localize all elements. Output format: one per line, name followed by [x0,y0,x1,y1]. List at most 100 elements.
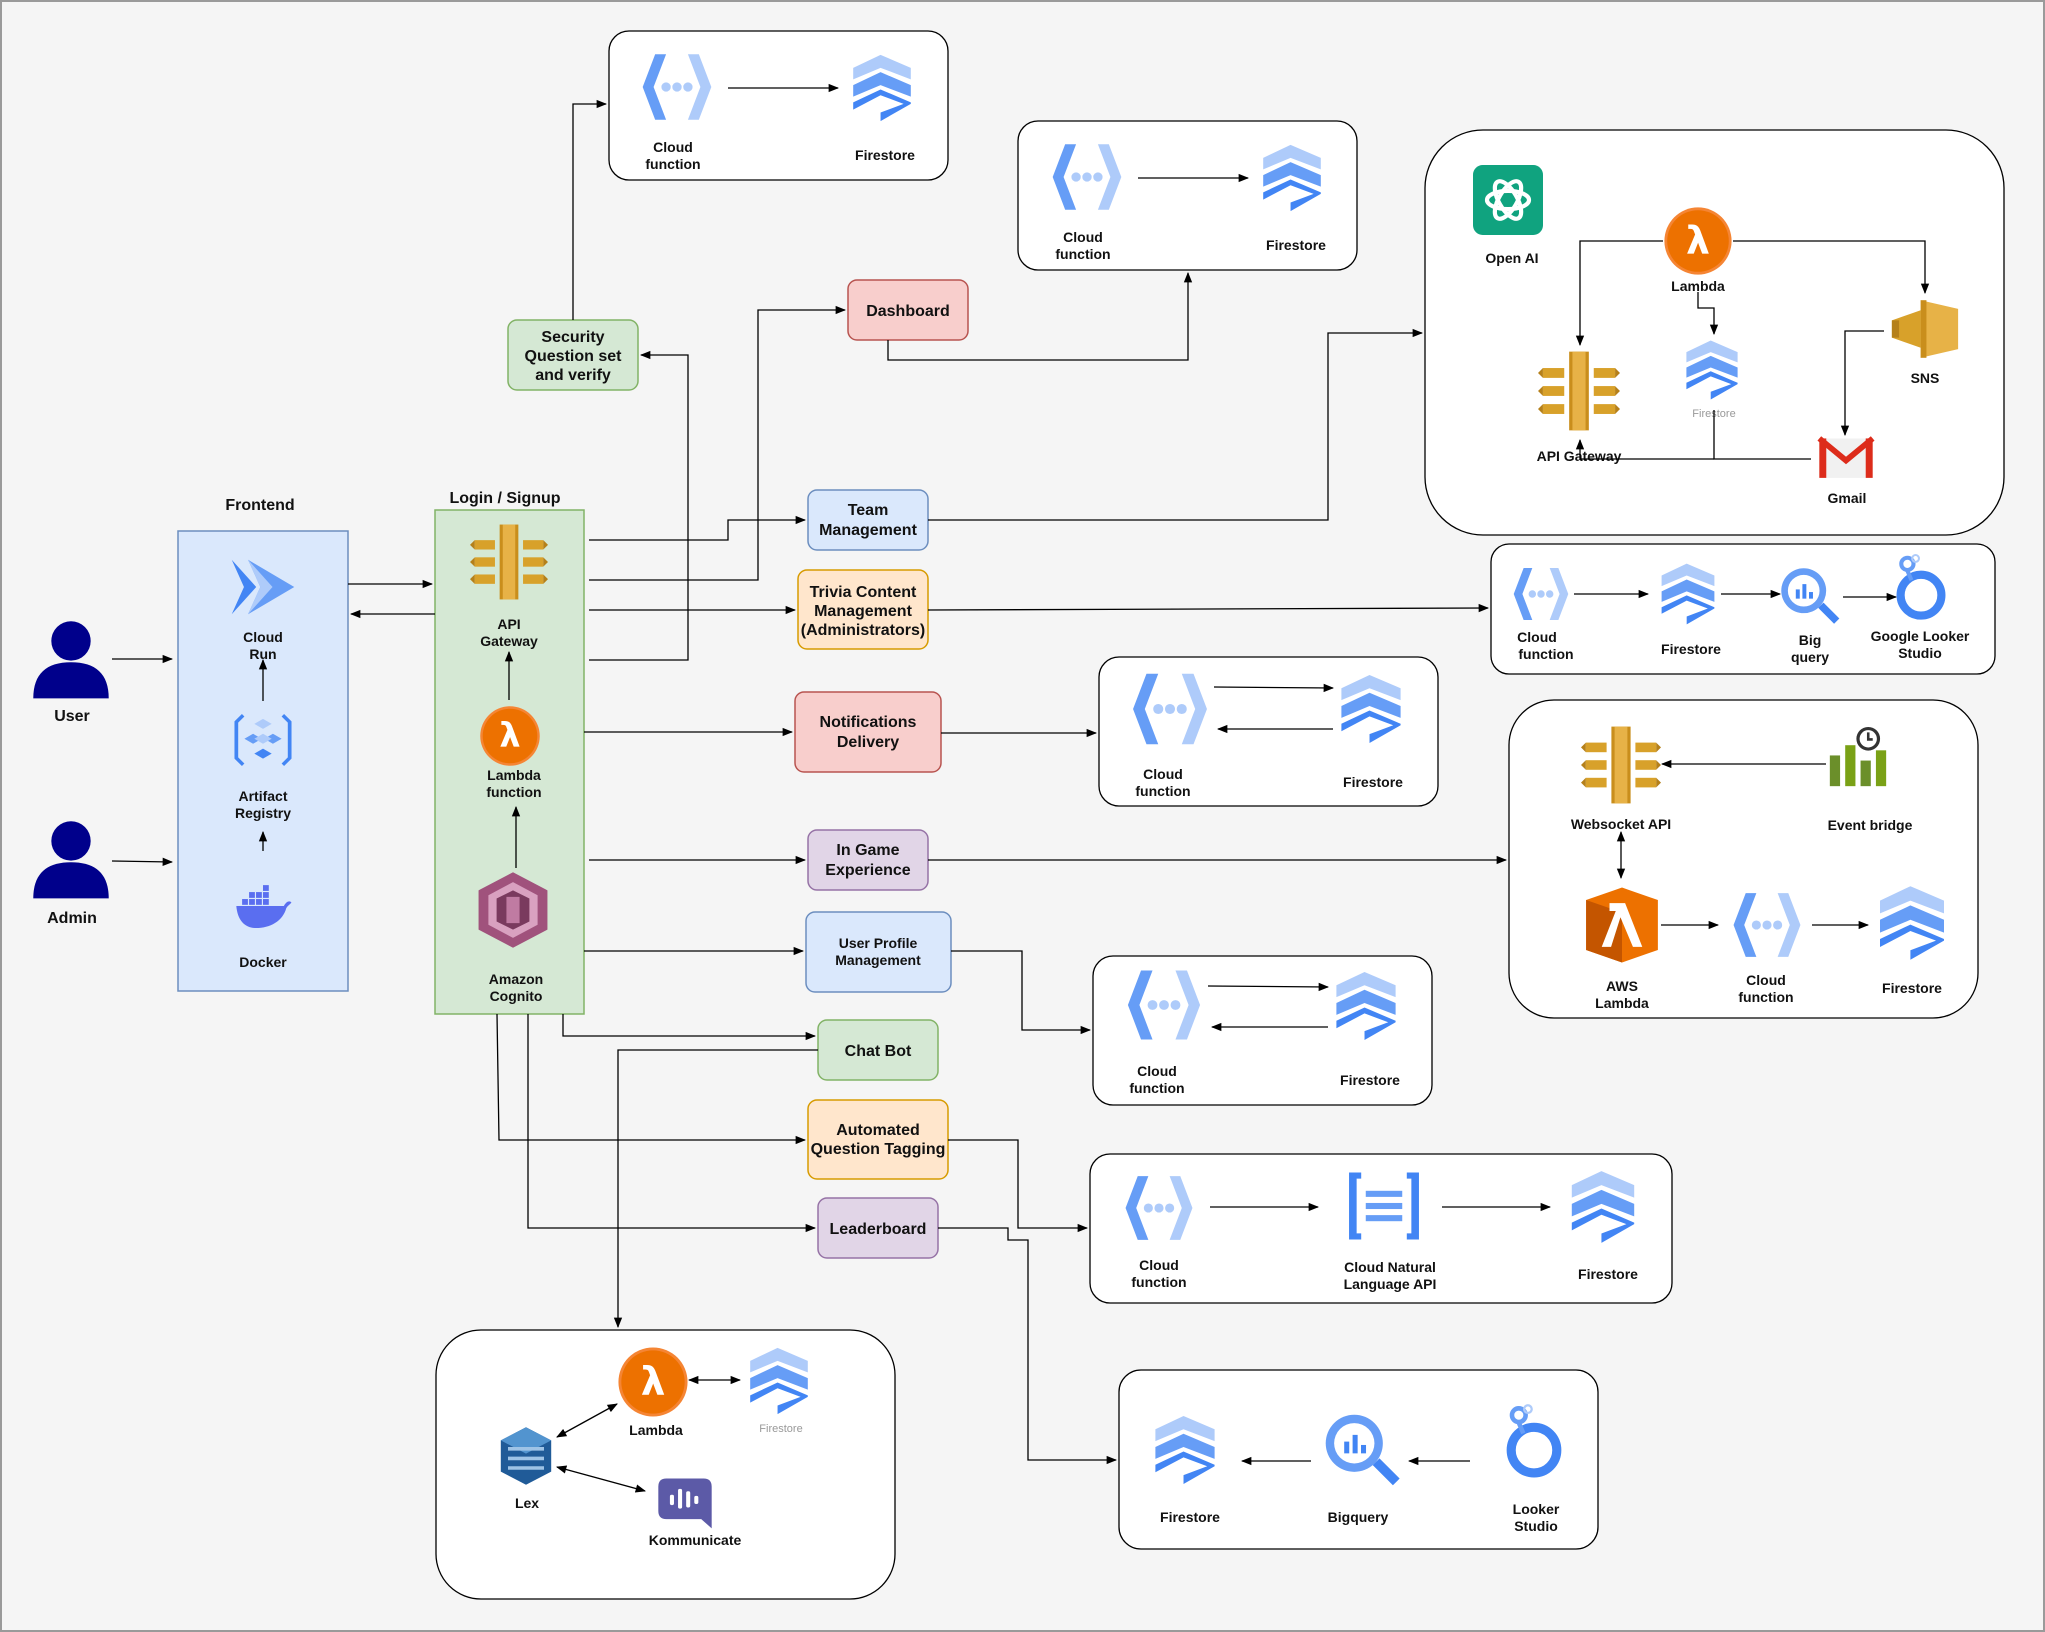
panel-trivia: Cloud function Firestore Big query Googl… [1490,543,1996,675]
panel-text: SNS [1911,370,1940,386]
panel-text: Firestore [1661,641,1721,657]
panel-text: Lambda [629,1422,683,1438]
lambda-icon[interactable] [480,706,540,766]
lambda-icon[interactable] [1664,207,1732,275]
trivia-label-3: (Administrators) [801,622,925,639]
trivia-label-1: Trivia Content [810,584,917,601]
panel-tagging: Cloud function Cloud Natural Language AP… [1089,1153,1673,1304]
panel-text: Firestore [855,147,915,163]
panel-text: Big [1799,632,1822,648]
panel-dashboard: Cloud function Firestore [1017,120,1358,271]
feature-dashboard[interactable]: Dashboard [847,279,969,341]
panel-text: Studio [1514,1518,1558,1534]
cloud-run-label-1: Cloud [243,629,283,645]
feature-security[interactable]: Security Question set and verify [507,319,639,391]
panel-userprofile: Cloud function Firestore [1092,955,1433,1106]
team-label-1: Team [848,502,889,519]
panel-text: Kommunicate [649,1532,742,1548]
trivia-label-2: Management [814,603,912,620]
feature-tagging[interactable]: Automated Question Tagging [807,1099,949,1180]
panel-text: Firestore [1343,774,1403,790]
notifications-label-2: Delivery [837,734,899,751]
panel-text: API Gateway [1537,448,1622,464]
connectors [111,83,1930,1493]
userprofile-label-1: User Profile [839,935,918,951]
lambda-icon[interactable] [618,1347,688,1417]
panel-text: Language API [1344,1276,1437,1292]
panel-text: Cloud [1139,1257,1179,1273]
feature-userprofile[interactable]: User Profile Management [805,911,952,993]
lambda-label-1: Lambda [487,767,541,783]
team-label-2: Management [819,522,917,539]
panel-text: Cloud [1746,972,1786,988]
panel-text: Firestore [1578,1266,1638,1282]
panel-text: Lex [515,1495,539,1511]
admin-label: Admin [47,910,97,927]
panel-text: Cloud [1137,1063,1177,1079]
dashboard-label: Dashboard [866,303,950,320]
notifications-label-1: Notifications [820,714,917,731]
panel-text: function [1131,1274,1186,1290]
panel-text: Firestore [1340,1072,1400,1088]
actor-user[interactable]: User [33,621,109,725]
login-title: Login / Signup [449,490,560,507]
panel-text: Cloud [1517,629,1557,645]
lambda-label-2: function [486,784,541,800]
panel-text: Event bridge [1828,817,1913,833]
panel-text: Websocket API [1571,816,1671,832]
feature-ingame[interactable]: In Game Experience [807,829,929,891]
panel-notifications: Cloud function Firestore [1098,656,1439,807]
panel-text: Firestore [1160,1509,1220,1525]
gmail-icon[interactable] [1819,438,1872,477]
panel-ingame: Websocket API Event bridge AWS Lambda Cl… [1508,699,1979,1019]
panel-text: function [1129,1080,1184,1096]
ingame-label-1: In Game [836,842,899,859]
panel-security: Cloud function Firestore [608,30,949,181]
panel-text: function [1055,246,1110,262]
panel-text: Firestore [1882,980,1942,996]
security-label-3: and verify [535,367,611,384]
panel-text: Cloud Natural [1344,1259,1436,1275]
actor-admin[interactable]: Admin [33,821,109,927]
feature-team[interactable]: Team Management [807,489,929,551]
tagging-label-1: Automated [836,1122,920,1139]
panel-text: Firestore [1266,237,1326,253]
panel-text: function [1518,646,1573,662]
panel-text: Studio [1898,645,1942,661]
feature-trivia[interactable]: Trivia Content Management (Administrator… [797,569,929,650]
panel-text: Cloud [1143,766,1183,782]
panel-text: query [1791,649,1829,665]
cognito-label-1: Amazon [489,971,543,987]
cognito-label-2: Cognito [490,988,543,1004]
openai-icon[interactable] [1473,165,1543,235]
panel-text: function [645,156,700,172]
panel-text: Looker [1513,1501,1560,1517]
panel-text: Google Looker [1871,628,1970,644]
feature-leaderboard[interactable]: Leaderboard [817,1197,939,1259]
feature-notifications[interactable]: Notifications Delivery [794,691,942,773]
panel-text: Open AI [1485,250,1538,266]
panel-text: Firestore [759,1423,802,1435]
panel-text: Gmail [1828,490,1867,506]
panel-text: function [1738,989,1793,1005]
panel-text: Lambda [1595,995,1649,1011]
leaderboard-label: Leaderboard [830,1221,927,1238]
aws-lambda-icon[interactable] [1586,887,1658,963]
artifact-registry-label-1: Artifact [238,788,287,804]
api-gateway-label-2: Gateway [480,633,538,649]
feature-chatbot[interactable]: Chat Bot [817,1019,939,1081]
panel-text: Bigquery [1328,1509,1389,1525]
panel-text: Cloud [653,139,693,155]
frontend-title: Frontend [225,497,294,514]
cloud-run-label-2: Run [249,646,276,662]
panel-text: Cloud [1063,229,1103,245]
login-group: Login / Signup API Gateway Lambda functi… [434,490,585,1015]
frontend-group: Frontend Cloud Run Artifact Registry Doc… [177,497,349,992]
security-label-1: Security [541,329,604,346]
docker-label: Docker [239,954,287,970]
tagging-label-2: Question Tagging [811,1141,946,1158]
panel-text: Lambda [1671,278,1725,294]
panel-text: function [1135,783,1190,799]
artifact-registry-label-2: Registry [235,805,291,821]
